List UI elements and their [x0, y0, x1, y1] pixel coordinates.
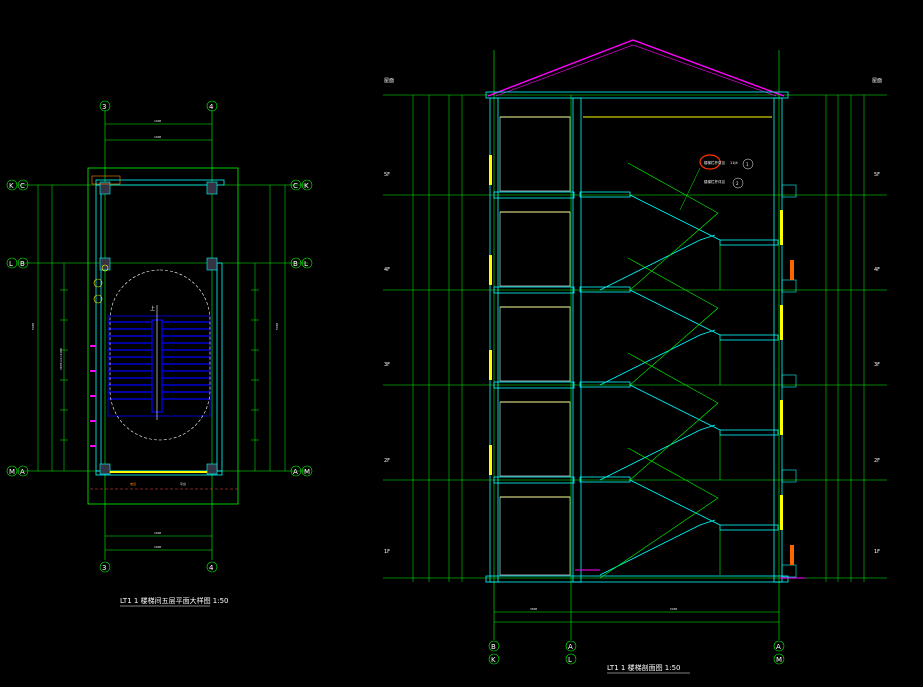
section-right-highlights	[790, 260, 794, 565]
svg-text:坡道: 坡道	[130, 481, 136, 486]
section-balconies	[781, 184, 797, 578]
plan-column-6	[206, 463, 218, 475]
plan-grid-bubbles-top: 3 4	[99, 100, 218, 112]
svg-text:5F: 5F	[874, 172, 880, 178]
svg-text:K: K	[491, 656, 496, 664]
plan-turning-circle	[109, 269, 211, 441]
svg-text:A: A	[293, 468, 298, 476]
svg-text:K: K	[304, 182, 309, 190]
svg-text:M: M	[304, 468, 310, 476]
svg-text:屋面: 屋面	[872, 78, 882, 84]
svg-text:2F: 2F	[384, 458, 390, 464]
svg-text:2970×11=3100: 2970×11=3100	[59, 348, 63, 370]
plan-up-label: 上	[150, 305, 155, 312]
svg-text:1400: 1400	[154, 531, 161, 535]
svg-text:L: L	[568, 656, 572, 664]
plan-drawing: 1400 1400 1400 1400 5200 2970×11=3100 52…	[6, 100, 313, 607]
svg-text:3: 3	[102, 564, 106, 572]
svg-text:2: 2	[736, 181, 739, 186]
svg-text:3F: 3F	[874, 362, 880, 368]
svg-text:5F: 5F	[384, 172, 390, 178]
svg-text:1: 1	[746, 162, 749, 167]
section-level-tags-left: 屋面 5F 4F 3F 2F 1F	[384, 78, 394, 555]
plan-column-4	[206, 257, 218, 271]
svg-text:1400: 1400	[154, 119, 161, 123]
svg-text:3: 3	[102, 103, 106, 111]
section-grid-bubbles: B K A L A M	[488, 640, 785, 665]
svg-text:A: A	[20, 468, 25, 476]
svg-text:B: B	[491, 643, 496, 651]
svg-text:K: K	[9, 182, 14, 190]
plan-column-1	[99, 181, 111, 195]
plan-wall-right	[216, 262, 223, 472]
section-drawing: 3600 5200 屋面 5F 4F 3F	[383, 39, 887, 674]
svg-text:4F: 4F	[874, 267, 880, 273]
section-right-dims	[825, 95, 865, 582]
section-windows-right	[780, 210, 783, 530]
svg-text:5200: 5200	[31, 323, 35, 330]
section-title: LT1 1 楼梯剖面图 1:50	[607, 663, 681, 672]
plan-grid-bubbles-left: K C L B M A	[6, 179, 29, 477]
plan-column-3	[99, 257, 111, 271]
plan-title: LT1 1 楼梯间五层平面大样图 1:50	[120, 596, 229, 605]
svg-text:5200: 5200	[670, 607, 677, 611]
svg-text:平台: 平台	[180, 481, 186, 486]
plan-wall-left	[95, 184, 102, 472]
section-stair-outline	[599, 162, 721, 579]
svg-text:2F: 2F	[874, 458, 880, 464]
plan-stair-flight	[107, 315, 211, 417]
plan-column-5	[99, 463, 111, 475]
svg-text:11J4: 11J4	[730, 161, 738, 165]
svg-text:B: B	[20, 260, 25, 268]
svg-text:3F: 3F	[384, 362, 390, 368]
svg-text:M: M	[9, 468, 15, 476]
svg-text:4: 4	[209, 564, 214, 572]
svg-text:M: M	[776, 656, 782, 664]
section-roof	[487, 39, 785, 97]
svg-text:B: B	[293, 260, 298, 268]
svg-text:楼梯栏杆详见: 楼梯栏杆详见	[704, 179, 725, 184]
plan-grid-bubbles-right: C K B L A M	[290, 179, 313, 477]
plan-bicycle-icon	[93, 264, 109, 304]
plan-frame	[87, 167, 239, 505]
svg-text:1F: 1F	[874, 549, 880, 555]
section-stairs	[599, 194, 721, 576]
svg-text:楼梯栏杆详见: 楼梯栏杆详见	[704, 160, 725, 165]
section-callout: 楼梯栏杆详见 11J4 1 楼梯栏杆详见 2	[679, 154, 754, 211]
section-rooms	[499, 116, 571, 576]
section-wall-mid	[572, 97, 582, 583]
svg-text:屋面: 屋面	[384, 78, 394, 84]
section-floor-slabs	[485, 191, 789, 583]
svg-text:L: L	[304, 260, 308, 268]
plan-shaft	[91, 175, 121, 185]
svg-text:5200: 5200	[275, 323, 279, 330]
svg-text:1400: 1400	[154, 545, 161, 549]
svg-text:1F: 1F	[384, 549, 390, 555]
svg-text:4F: 4F	[384, 267, 390, 273]
svg-text:C: C	[293, 182, 298, 190]
svg-text:1400: 1400	[154, 135, 161, 139]
svg-text:A: A	[568, 643, 573, 651]
plan-grid-bubbles-bottom: 3 4	[99, 561, 218, 573]
plan-wall-top	[95, 179, 225, 186]
svg-text:3600: 3600	[530, 607, 537, 611]
svg-text:L: L	[9, 260, 13, 268]
section-levels	[383, 94, 887, 579]
section-windows-left	[489, 155, 492, 475]
section-level-tags-right: 屋面 5F 4F 3F 2F 1F	[872, 78, 882, 555]
svg-text:4: 4	[209, 103, 214, 111]
section-left-dims	[412, 95, 463, 582]
svg-text:A: A	[776, 643, 781, 651]
svg-text:C: C	[20, 182, 25, 190]
plan-column-2	[206, 181, 218, 195]
plan-railing-marks	[90, 345, 96, 447]
